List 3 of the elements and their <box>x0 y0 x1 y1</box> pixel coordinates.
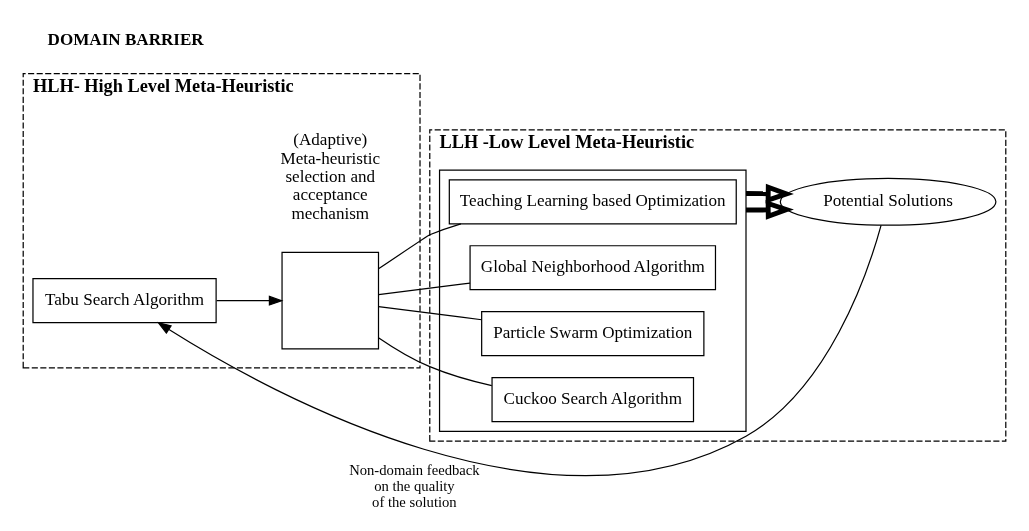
edge-label: Non-domain feedback on the quality of the solution <box>349 462 480 510</box>
node-label: (Adaptive) Meta-heuristic selection and acceptance mechanism <box>280 130 381 223</box>
label: DOMAIN BARRIER <box>47 30 204 50</box>
